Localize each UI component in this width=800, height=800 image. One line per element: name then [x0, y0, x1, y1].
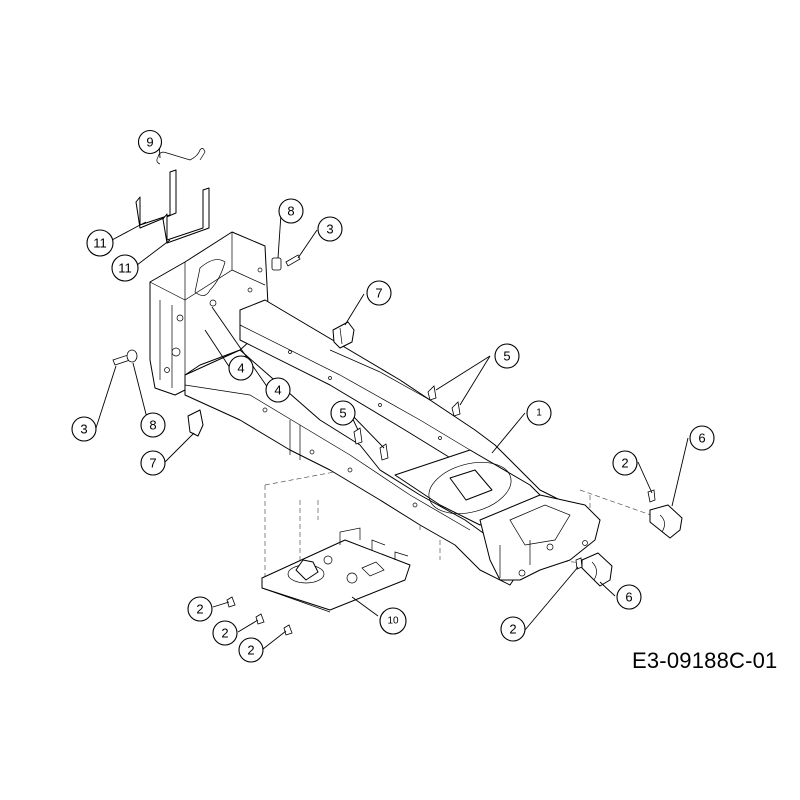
callout-10: 10	[379, 607, 407, 635]
callout-2-right: 2	[612, 450, 638, 476]
callout-5-top: 5	[494, 343, 520, 369]
callout-2-plate-b-label: 2	[221, 626, 228, 641]
hitch-bracket-part-left	[581, 552, 613, 587]
callout-5-top-label: 5	[503, 349, 510, 364]
callout-2-plate-a-label: 2	[196, 602, 203, 617]
callout-4-right-label: 4	[274, 383, 281, 398]
callout-5-lower-label: 5	[339, 406, 346, 421]
callout-8-top-label: 8	[287, 204, 294, 219]
hitch-bracket-part-right	[649, 504, 683, 539]
callout-8-front: 8	[140, 412, 166, 438]
callout-8-top: 8	[278, 198, 304, 224]
clip-part-lower	[187, 409, 204, 437]
callout-2-plate-a: 2	[187, 596, 213, 622]
callout-11-lower-label: 11	[118, 261, 132, 276]
callout-3-top: 3	[317, 216, 343, 242]
callout-6-left-label: 6	[625, 590, 632, 605]
callout-2-plate-c: 2	[238, 637, 264, 663]
callout-4-left: 4	[228, 355, 254, 381]
clip-part-upper	[332, 321, 355, 349]
callout-1-label: 1	[536, 408, 542, 419]
callout-2-plate-b: 2	[212, 620, 238, 646]
callout-7-lower: 7	[140, 450, 166, 476]
fastener-set	[112, 254, 656, 636]
drawing-code: E3-09188C-01	[632, 648, 778, 673]
callout-11-lower: 11	[111, 254, 139, 282]
callout-9: 9	[137, 129, 163, 155]
callout-7-top: 7	[366, 280, 392, 306]
callout-3-front-label: 3	[80, 422, 87, 437]
callout-3-top-label: 3	[326, 222, 333, 237]
callout-4-right: 4	[265, 377, 291, 403]
callout-11-upper: 11	[86, 229, 114, 257]
callout-6-right-label: 6	[698, 431, 705, 446]
callout-2-plate-c-label: 2	[247, 643, 254, 658]
callout-2-right-label: 2	[621, 456, 628, 471]
callout-2-rear-label: 2	[509, 622, 516, 637]
callout-10-label: 10	[387, 616, 399, 627]
callout-8-front-label: 8	[149, 418, 156, 433]
callout-2-rear: 2	[500, 616, 526, 642]
callout-1: 1	[526, 400, 552, 426]
callout-11-upper-label: 11	[93, 236, 107, 251]
main-frame-part	[149, 231, 601, 586]
callout-7-top-label: 7	[375, 286, 382, 301]
callout-4-left-label: 4	[237, 361, 244, 376]
wire-clip-part	[156, 148, 206, 165]
callout-7-lower-label: 7	[149, 456, 156, 471]
bracket-part-lower	[162, 187, 210, 244]
bracket-part-upper	[135, 169, 177, 229]
callout-6-left: 6	[616, 584, 642, 610]
callout-9-label: 9	[146, 135, 153, 150]
callout-6-right: 6	[689, 425, 715, 451]
callout-5-lower: 5	[330, 400, 356, 426]
bottom-plate-part	[261, 527, 411, 613]
callout-3-front: 3	[71, 416, 97, 442]
leader-lines	[95, 141, 689, 650]
